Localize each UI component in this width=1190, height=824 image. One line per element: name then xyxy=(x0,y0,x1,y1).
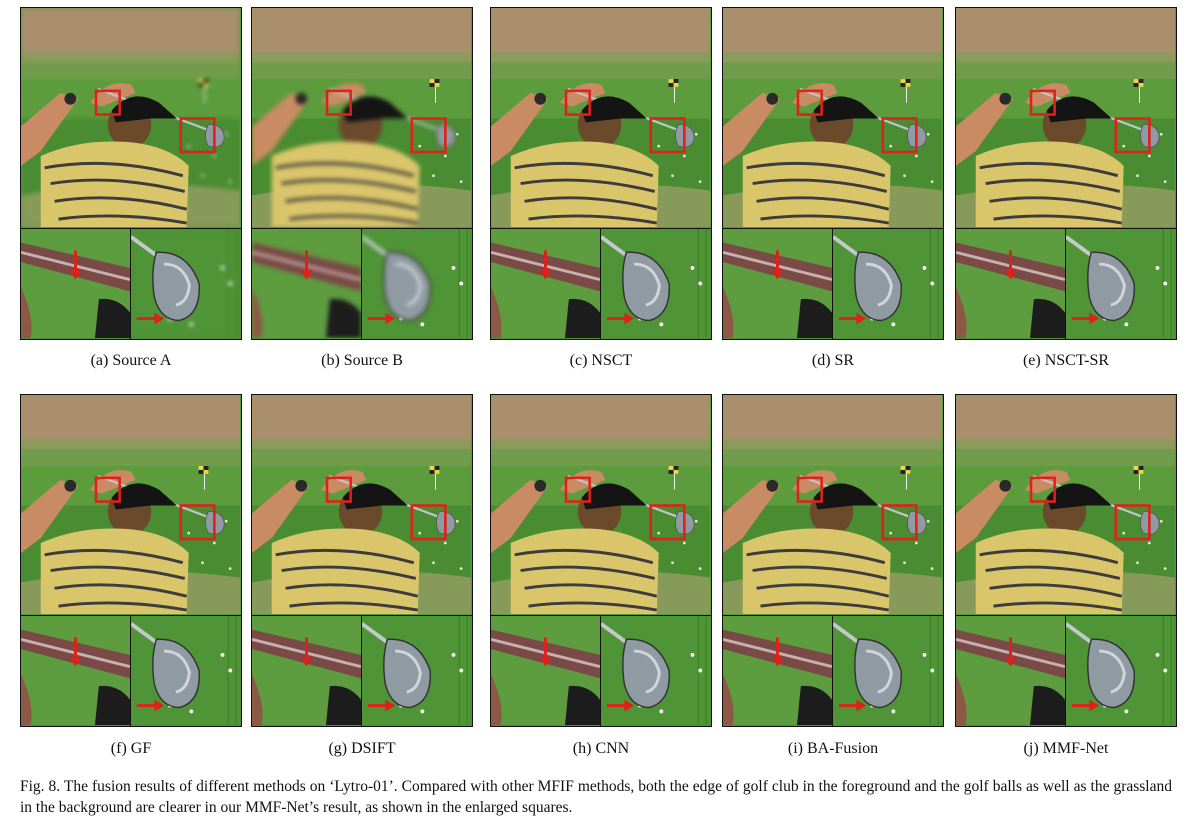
highlight-box-club-shaft xyxy=(796,89,823,116)
zoom-inset-club-shaft xyxy=(490,615,602,727)
fused-image xyxy=(955,394,1177,616)
highlight-box-club-shaft xyxy=(325,476,352,503)
zoom-inset-club-head xyxy=(600,228,712,340)
highlight-box-club-head xyxy=(881,117,918,154)
fused-image xyxy=(490,394,712,616)
zoom-inset-club-head xyxy=(832,228,944,340)
panel-mmf-net xyxy=(955,394,1177,727)
panel-dsift xyxy=(251,394,473,727)
golfer xyxy=(956,83,1160,227)
highlight-box-club-shaft xyxy=(325,89,352,116)
zoom-inset-club-head xyxy=(130,615,242,727)
flag xyxy=(900,79,911,103)
highlight-box-club-shaft xyxy=(94,89,121,116)
golfer xyxy=(491,470,695,614)
flag xyxy=(1133,466,1144,490)
panel-ba-fusion xyxy=(722,394,944,727)
highlight-box-club-head xyxy=(179,504,216,541)
zoom-inset-club-shaft xyxy=(251,615,363,727)
golfer xyxy=(723,470,927,614)
zoom-inset-club-head xyxy=(1065,228,1177,340)
figure-caption: Fig. 8. The fusion results of different … xyxy=(20,778,1172,816)
zoom-inset-club-shaft xyxy=(20,228,132,340)
highlight-box-club-shaft xyxy=(564,476,591,503)
highlight-box-club-shaft xyxy=(1029,476,1056,503)
zoom-inset-club-shaft xyxy=(722,228,834,340)
panel-gf xyxy=(20,394,242,727)
subfigure-caption: (d) SR xyxy=(811,352,855,369)
flag xyxy=(900,466,911,490)
zoom-inset-club-shaft xyxy=(490,228,602,340)
fused-image xyxy=(955,7,1177,229)
fused-image xyxy=(722,394,944,616)
highlight-box-club-head xyxy=(1114,117,1151,154)
golfer xyxy=(21,470,225,614)
golfer xyxy=(491,83,695,227)
panel-cnn xyxy=(490,394,712,727)
fused-image xyxy=(20,394,242,616)
highlight-box-club-head xyxy=(410,117,447,154)
highlight-box-club-head xyxy=(179,117,216,154)
subfigure-caption: (b) Source B xyxy=(321,352,403,369)
subfigure-caption: (h) CNN xyxy=(572,740,630,757)
panel-source-b xyxy=(251,7,473,340)
fused-image xyxy=(490,7,712,229)
flag xyxy=(1133,79,1144,103)
panel-sr xyxy=(722,7,944,340)
highlight-box-club-shaft xyxy=(1029,89,1056,116)
flag xyxy=(198,79,209,103)
zoom-inset-club-head xyxy=(832,615,944,727)
subfigure-caption: (e) NSCT-SR xyxy=(1022,352,1110,369)
panel-nsct-sr xyxy=(955,7,1177,340)
highlight-box-club-shaft xyxy=(796,476,823,503)
fused-image xyxy=(251,7,473,229)
fused-image xyxy=(251,394,473,616)
subfigure-caption: (i) BA-Fusion xyxy=(787,740,879,757)
highlight-box-club-head xyxy=(1114,504,1151,541)
subfigure-caption: (c) NSCT xyxy=(569,352,633,369)
zoom-inset-club-head xyxy=(361,228,473,340)
flag xyxy=(668,466,679,490)
flag xyxy=(429,466,440,490)
zoom-inset-club-head xyxy=(1065,615,1177,727)
panel-nsct xyxy=(490,7,712,340)
panel-source-a xyxy=(20,7,242,340)
fused-image xyxy=(20,7,242,229)
highlight-box-club-head xyxy=(881,504,918,541)
highlight-box-club-shaft xyxy=(94,476,121,503)
subfigure-caption: (j) MMF-Net xyxy=(1023,740,1109,757)
zoom-inset-club-shaft xyxy=(20,615,132,727)
zoom-inset-club-shaft xyxy=(955,228,1067,340)
fused-image xyxy=(722,7,944,229)
golfer xyxy=(956,470,1160,614)
subfigure-caption: (a) Source A xyxy=(90,352,172,369)
highlight-box-club-head xyxy=(410,504,447,541)
highlight-box-club-head xyxy=(649,504,686,541)
zoom-inset-club-shaft xyxy=(955,615,1067,727)
zoom-inset-club-head xyxy=(361,615,473,727)
subfigure-caption: (f) GF xyxy=(110,740,152,757)
highlight-box-club-shaft xyxy=(564,89,591,116)
highlight-box-club-head xyxy=(649,117,686,154)
flag xyxy=(198,466,209,490)
subfigure-caption: (g) DSIFT xyxy=(328,740,396,757)
zoom-inset-club-head xyxy=(600,615,712,727)
flag xyxy=(668,79,679,103)
zoom-inset-club-shaft xyxy=(722,615,834,727)
zoom-inset-club-shaft xyxy=(251,228,363,340)
flag xyxy=(429,79,440,103)
zoom-inset-club-head xyxy=(130,228,242,340)
golfer xyxy=(252,470,456,614)
